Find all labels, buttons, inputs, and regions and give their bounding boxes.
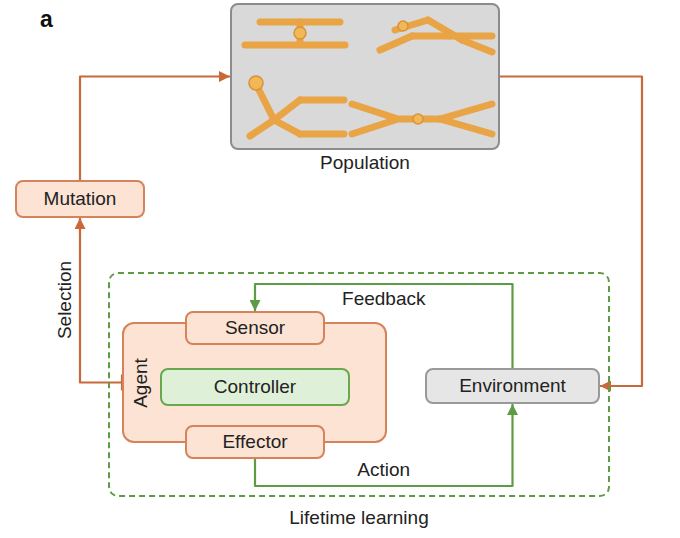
flow-arrow xyxy=(80,218,122,383)
joint-ball xyxy=(398,21,408,31)
rod xyxy=(440,119,492,134)
edge-label: Action xyxy=(354,459,413,481)
creature-rods xyxy=(245,20,492,136)
node-heading: Agent xyxy=(130,358,152,408)
process-box: Sensor xyxy=(185,311,325,345)
controller-box: Controller xyxy=(160,368,350,406)
process-box: Effector xyxy=(185,425,325,459)
rod xyxy=(274,120,300,134)
agent-box: AgentSensorControllerEffector xyxy=(122,322,387,443)
rod xyxy=(380,36,412,50)
rod xyxy=(395,20,428,30)
node-heading: Population xyxy=(320,152,410,174)
box-label: Sensor xyxy=(225,317,285,339)
rod xyxy=(352,104,395,118)
box-label: Controller xyxy=(214,376,296,398)
creature-joints xyxy=(249,21,423,124)
rod xyxy=(274,100,300,120)
rod xyxy=(257,86,274,120)
rod xyxy=(450,33,492,40)
box-label: Mutation xyxy=(44,188,117,210)
rod xyxy=(250,120,274,136)
rod xyxy=(300,97,344,104)
rod xyxy=(440,104,492,119)
rod xyxy=(300,131,344,138)
flow-arrow xyxy=(80,77,230,181)
node-heading: Lifetime learning xyxy=(289,507,428,529)
joint-ball xyxy=(294,27,306,39)
panel-letter: a xyxy=(40,6,53,33)
environment-box: Environment xyxy=(425,368,600,404)
population-box: Population xyxy=(230,3,500,150)
rod xyxy=(245,42,345,49)
rod xyxy=(352,120,395,134)
population-ground xyxy=(231,4,499,149)
process-box: Mutation xyxy=(15,180,145,218)
box-label: Effector xyxy=(222,431,287,453)
rod xyxy=(462,40,492,52)
flow-arrow xyxy=(500,77,642,387)
joint-ball xyxy=(413,114,423,124)
edge-label: Feedback xyxy=(339,288,428,310)
joint-ball xyxy=(249,76,263,90)
box-label: Environment xyxy=(459,375,566,397)
edge-label: Selection xyxy=(54,258,76,342)
